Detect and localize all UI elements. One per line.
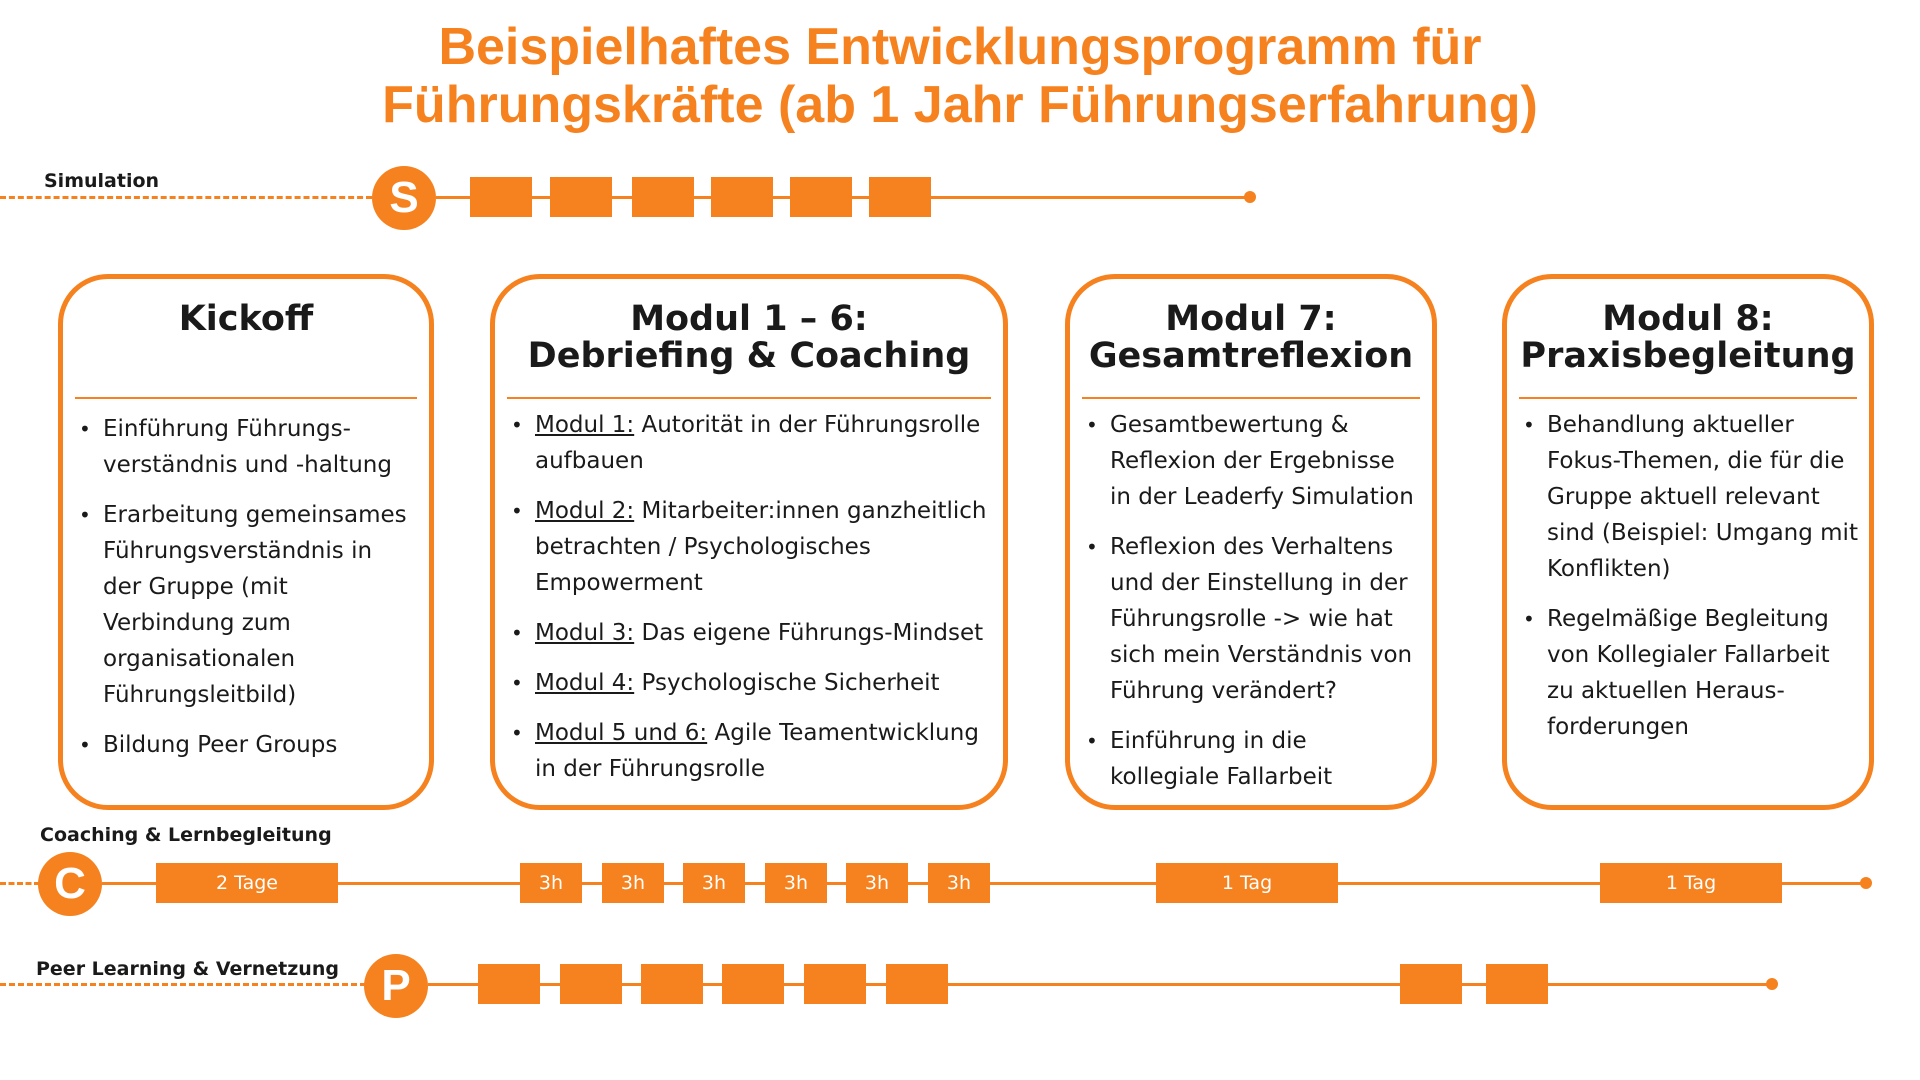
card-kickoff-item: Bildung Peer Groups xyxy=(79,727,413,763)
card-modul-8-item: Behandlung aktueller Fokus-Themen, die f… xyxy=(1523,407,1859,587)
coaching-session: 3h xyxy=(683,863,745,903)
coaching-badge-icon: C xyxy=(38,852,102,916)
card-modul-8-title-line-2: Praxisbegleitung xyxy=(1520,336,1856,376)
module-label: Modul 1: xyxy=(535,412,635,438)
card-modul-1-6-list: Modul 1: Autorität in der Führungsrolle … xyxy=(511,407,993,801)
module-label: Modul 5 und 6: xyxy=(535,720,708,746)
coaching-session: 3h xyxy=(846,863,908,903)
module-text: Agile Teamentwicklung in der Führungsrol… xyxy=(535,720,979,782)
module-text: Psychologische Sicherheit xyxy=(634,670,940,696)
card-modul-7: Modul 7: Gesamtreflexion Gesamtbewertung… xyxy=(1065,274,1437,810)
coaching-session: 1 Tag xyxy=(1600,863,1782,903)
coaching-session: 2 Tage xyxy=(156,863,338,903)
card-modul-8-title-line-1: Modul 8: xyxy=(1602,299,1774,339)
card-modul-8-divider xyxy=(1519,397,1857,399)
card-modul-7-divider xyxy=(1082,397,1420,399)
card-modul-1-6-title-line-2: Debriefing & Coaching xyxy=(527,336,971,376)
card-modul-7-title: Modul 7: Gesamtreflexion xyxy=(1070,301,1432,375)
simulation-block xyxy=(869,177,931,217)
card-kickoff-divider xyxy=(75,397,417,399)
page-title: Beispielhaftes Entwicklungsprogramm für … xyxy=(0,18,1920,134)
card-kickoff-list: Einführung Führungs-verständnis und -hal… xyxy=(79,411,413,777)
card-modul-7-item: Einführung in die kollegiale Fallarbeit xyxy=(1086,723,1422,795)
card-modul-1-6-item: Modul 5 und 6: Agile Teamentwicklung in … xyxy=(511,715,993,787)
card-modul-7-item: Gesamtbewertung & Reflexion der Ergebnis… xyxy=(1086,407,1422,515)
peer-block xyxy=(804,964,866,1004)
card-modul-7-list: Gesamtbewertung & Reflexion der Ergebnis… xyxy=(1086,407,1422,809)
peer-timeline-end xyxy=(1766,978,1778,990)
card-kickoff-item: Einführung Führungs-verständnis und -hal… xyxy=(79,411,413,483)
module-label: Modul 3: xyxy=(535,620,635,646)
card-modul-1-6-item: Modul 2: Mitarbeiter:innen ganzheitlich … xyxy=(511,493,993,601)
card-kickoff-title: Kickoff xyxy=(63,301,429,338)
peer-track-label: Peer Learning & Vernetzung xyxy=(36,958,339,980)
peer-block xyxy=(478,964,540,1004)
coaching-track-label: Coaching & Lernbegleitung xyxy=(40,824,332,846)
peer-timeline xyxy=(428,983,1772,986)
peer-block xyxy=(1486,964,1548,1004)
module-label: Modul 2: xyxy=(535,498,635,524)
simulation-timeline-end xyxy=(1244,191,1256,203)
card-kickoff: Kickoff Einführung Führungs-verständnis … xyxy=(58,274,434,810)
coaching-session: 1 Tag xyxy=(1156,863,1338,903)
card-modul-1-6-title-line-1: Modul 1 – 6: xyxy=(630,299,868,339)
peer-dashed-line xyxy=(0,983,366,986)
page-title-line-1: Beispielhaftes Entwicklungsprogramm für xyxy=(438,18,1482,76)
card-modul-7-item: Reflexion des Verhaltens und der Einstel… xyxy=(1086,529,1422,709)
card-modul-1-6-title: Modul 1 – 6: Debriefing & Coaching xyxy=(495,301,1003,375)
peer-block xyxy=(886,964,948,1004)
page-title-line-2: Führungskräfte (ab 1 Jahr Führungserfahr… xyxy=(382,76,1538,134)
coaching-session: 3h xyxy=(520,863,582,903)
simulation-track-label: Simulation xyxy=(44,170,160,192)
card-kickoff-item: Erarbeitung gemeinsames Führungsverständ… xyxy=(79,497,413,713)
peer-block xyxy=(560,964,622,1004)
card-modul-7-title-line-2: Gesamtreflexion xyxy=(1088,336,1414,376)
simulation-block xyxy=(711,177,773,217)
simulation-block xyxy=(550,177,612,217)
card-modul-8: Modul 8: Praxisbegleitung Behandlung akt… xyxy=(1502,274,1874,810)
card-modul-8-item: Regelmäßige Begleitung von Kollegialer F… xyxy=(1523,601,1859,745)
card-modul-1-6: Modul 1 – 6: Debriefing & Coaching Modul… xyxy=(490,274,1008,810)
coaching-timeline-end xyxy=(1860,877,1872,889)
card-modul-1-6-item: Modul 1: Autorität in der Führungsrolle … xyxy=(511,407,993,479)
simulation-block xyxy=(790,177,852,217)
module-text: Das eigene Führungs-Mindset xyxy=(634,620,984,646)
module-text: Mitarbeiter:innen ganzheitlich betrachte… xyxy=(535,498,987,596)
card-kickoff-title-line-1: Kickoff xyxy=(178,299,314,339)
peer-block xyxy=(641,964,703,1004)
simulation-badge-icon: S xyxy=(372,166,436,230)
card-modul-1-6-divider xyxy=(507,397,991,399)
card-modul-8-title: Modul 8: Praxisbegleitung xyxy=(1507,301,1869,375)
module-label: Modul 4: xyxy=(535,670,635,696)
card-modul-1-6-item: Modul 3: Das eigene Führungs-Mindset xyxy=(511,615,993,651)
card-modul-7-title-line-1: Modul 7: xyxy=(1165,299,1337,339)
peer-badge-icon: P xyxy=(364,954,428,1018)
simulation-dashed-line xyxy=(0,196,372,199)
card-modul-8-list: Behandlung aktueller Fokus-Themen, die f… xyxy=(1523,407,1859,759)
coaching-session: 3h xyxy=(602,863,664,903)
card-modul-1-6-item: Modul 4: Psychologische Sicherheit xyxy=(511,665,993,701)
peer-block xyxy=(1400,964,1462,1004)
coaching-dashed-line xyxy=(0,882,40,885)
module-text: Autorität in der Führungsrolle aufbauen xyxy=(535,412,981,474)
simulation-block xyxy=(470,177,532,217)
peer-block xyxy=(722,964,784,1004)
simulation-block xyxy=(632,177,694,217)
coaching-session: 3h xyxy=(765,863,827,903)
coaching-session: 3h xyxy=(928,863,990,903)
